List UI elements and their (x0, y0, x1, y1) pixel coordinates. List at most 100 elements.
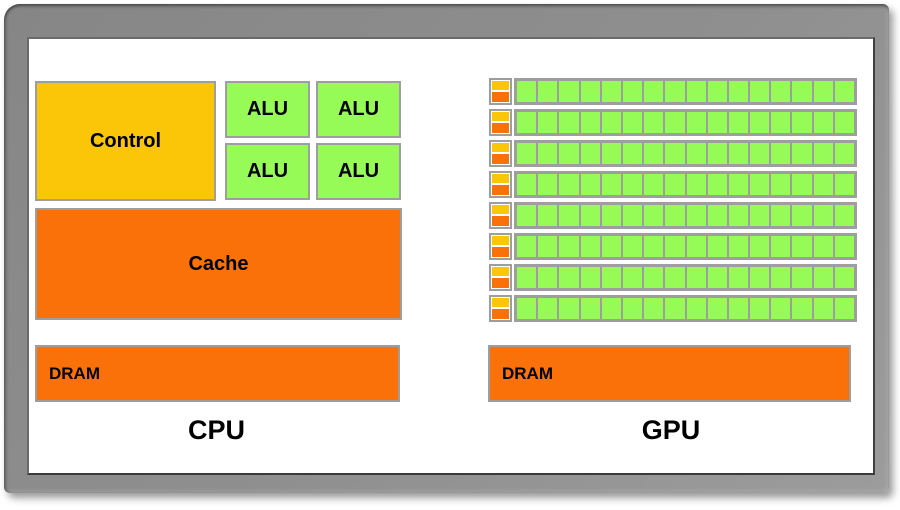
gpu-control-cache-block (489, 140, 512, 167)
gpu-alu-cell (580, 174, 600, 195)
gpu-alu-cell (728, 174, 749, 195)
gpu-control-cell (492, 174, 509, 183)
gpu-alu-cell (771, 174, 791, 195)
gpu-alu-strip (514, 78, 857, 105)
gpu-alu-cell (538, 81, 558, 102)
gpu-alu-cell (707, 298, 727, 319)
gpu-alu-strip (514, 264, 857, 291)
gpu-alu-cell (665, 205, 685, 226)
gpu-alu-cell (728, 81, 749, 102)
gpu-alu-cell (834, 236, 854, 257)
gpu-alu-cell (771, 236, 791, 257)
window-frame: Control ALU ALU ALU ALU Cache DRAM DRAM … (4, 4, 889, 493)
gpu-cache-cell (492, 91, 509, 102)
gpu-alu-cell (750, 236, 770, 257)
gpu-control-cell (492, 112, 509, 121)
gpu-alu-cell (559, 174, 579, 195)
gpu-alu-cell (792, 298, 812, 319)
gpu-row (489, 264, 857, 291)
gpu-alu-cell (622, 112, 643, 133)
gpu-alu-cell (580, 205, 600, 226)
gpu-alu-cell (792, 174, 812, 195)
cpu-control-label: Control (89, 129, 162, 152)
cpu-cache-block: Cache (35, 208, 402, 320)
gpu-alu-cell (601, 236, 621, 257)
gpu-alu-cell (517, 298, 537, 319)
cpu-dram-block: DRAM (35, 345, 400, 402)
gpu-alu-strip (514, 140, 857, 167)
gpu-alu-cell (601, 143, 621, 164)
gpu-alu-cell (517, 112, 537, 133)
gpu-alu-cell (686, 236, 706, 257)
gpu-alu-cell (750, 81, 770, 102)
gpu-cache-cell (492, 308, 509, 319)
gpu-row (489, 202, 857, 229)
gpu-alu-cell (644, 174, 664, 195)
gpu-alu-cell (644, 205, 664, 226)
gpu-alu-cell (538, 174, 558, 195)
gpu-alu-cell (686, 298, 706, 319)
gpu-alu-cell (686, 174, 706, 195)
gpu-alu-cell (622, 298, 643, 319)
gpu-alu-cell (813, 298, 833, 319)
gpu-alu-cell (559, 236, 579, 257)
gpu-alu-cell (517, 236, 537, 257)
gpu-grid (489, 78, 857, 326)
gpu-alu-cell (813, 205, 833, 226)
gpu-alu-cell (707, 267, 727, 288)
gpu-control-cache-block (489, 233, 512, 260)
gpu-alu-cell (707, 143, 727, 164)
gpu-alu-cell (644, 236, 664, 257)
gpu-alu-cell (622, 267, 643, 288)
gpu-cache-cell (492, 122, 509, 133)
gpu-alu-cell (665, 112, 685, 133)
gpu-alu-cell (622, 236, 643, 257)
gpu-alu-cell (813, 81, 833, 102)
cpu-alu-label: ALU (337, 98, 380, 120)
gpu-alu-cell (813, 236, 833, 257)
gpu-alu-cell (707, 112, 727, 133)
gpu-control-cell (492, 143, 509, 152)
gpu-alu-cell (728, 298, 749, 319)
gpu-alu-cell (686, 112, 706, 133)
gpu-alu-cell (517, 267, 537, 288)
gpu-alu-cell (834, 267, 854, 288)
gpu-alu-cell (750, 174, 770, 195)
gpu-alu-cell (601, 205, 621, 226)
gpu-cache-cell (492, 215, 509, 226)
cpu-caption: CPU (187, 415, 245, 445)
gpu-alu-cell (771, 298, 791, 319)
gpu-alu-strip (514, 171, 857, 198)
gpu-alu-cell (813, 112, 833, 133)
gpu-alu-cell (792, 205, 812, 226)
gpu-alu-cell (622, 143, 643, 164)
gpu-alu-cell (771, 205, 791, 226)
cpu-cache-label: Cache (188, 252, 249, 275)
cpu-dram-label: DRAM (49, 363, 100, 383)
gpu-alu-cell (728, 143, 749, 164)
gpu-control-cache-block (489, 264, 512, 291)
gpu-alu-cell (580, 236, 600, 257)
gpu-alu-cell (750, 267, 770, 288)
gpu-control-cell (492, 81, 509, 90)
diagram-canvas: Control ALU ALU ALU ALU Cache DRAM DRAM … (27, 37, 875, 475)
gpu-alu-cell (538, 205, 558, 226)
gpu-alu-cell (792, 267, 812, 288)
gpu-alu-cell (834, 81, 854, 102)
gpu-alu-cell (665, 81, 685, 102)
gpu-alu-cell (728, 236, 749, 257)
gpu-alu-cell (622, 174, 643, 195)
gpu-row (489, 140, 857, 167)
gpu-alu-cell (771, 267, 791, 288)
gpu-alu-cell (580, 112, 600, 133)
gpu-cache-cell (492, 153, 509, 164)
gpu-alu-strip (514, 109, 857, 136)
gpu-control-cache-block (489, 109, 512, 136)
gpu-alu-cell (538, 112, 558, 133)
gpu-alu-cell (559, 267, 579, 288)
gpu-alu-cell (665, 174, 685, 195)
gpu-control-cell (492, 298, 509, 307)
gpu-alu-cell (771, 143, 791, 164)
gpu-alu-cell (644, 81, 664, 102)
cpu-alu-label: ALU (246, 98, 289, 120)
